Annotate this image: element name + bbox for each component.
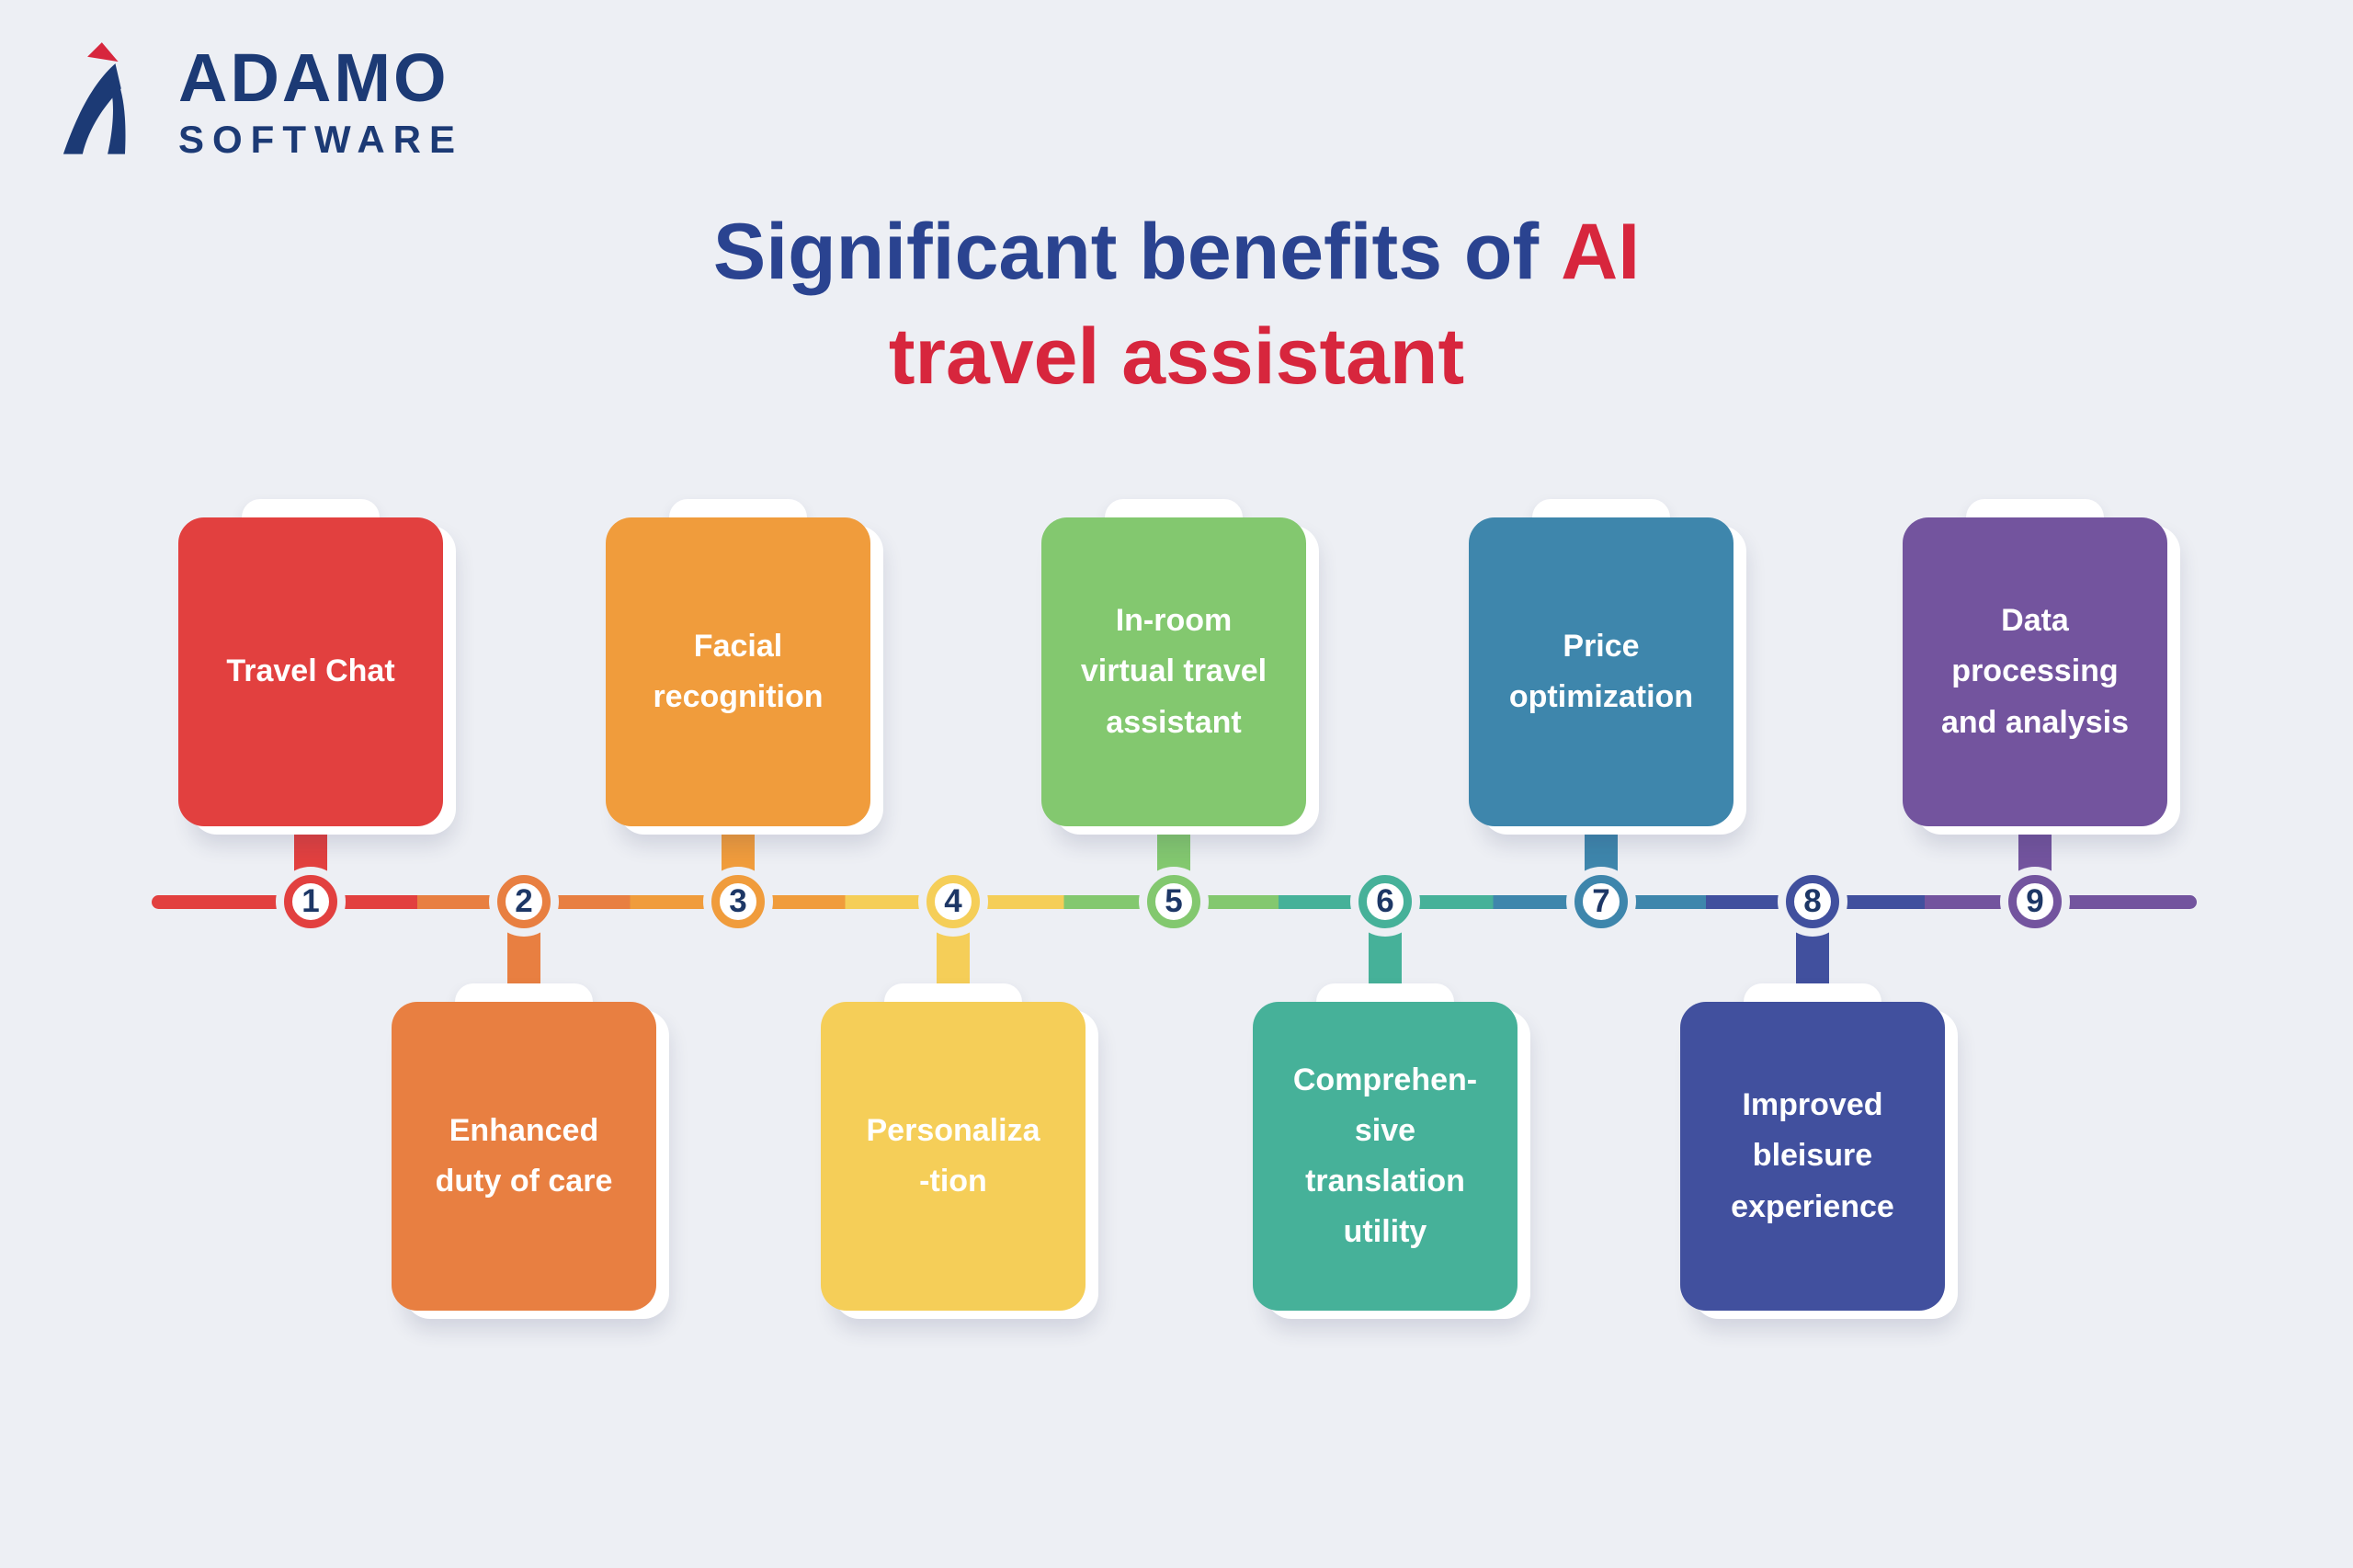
number-label: 4 (944, 883, 962, 919)
card: Enhanced duty of care (392, 983, 669, 1319)
number-label: 1 (301, 883, 320, 919)
number-label: 9 (2026, 883, 2044, 919)
title-line2: travel assistant (888, 312, 1465, 401)
number-label: 7 (1592, 883, 1610, 919)
card-label: Comprehen- sive translation utility (1292, 1062, 1478, 1250)
card-face: In-room virtual travel assistant (1041, 517, 1306, 826)
number-circle: 9 (2008, 875, 2062, 928)
card-label: Facial recognition (653, 628, 824, 714)
card-face: Data processing and analysis (1903, 517, 2167, 826)
number-circle: 3 (711, 875, 765, 928)
logo-name: ADAMO (178, 40, 449, 117)
number-label: 8 (1803, 883, 1822, 919)
number-label: 6 (1376, 883, 1394, 919)
card-label: Travel Chat (226, 653, 395, 689)
card: Comprehen- sive translation utility (1253, 983, 1530, 1319)
card: Data processing and analysis (1903, 499, 2180, 835)
number-label: 2 (515, 883, 533, 919)
card-face: Travel Chat (178, 517, 443, 826)
card: Facial recognition (606, 499, 883, 835)
card: Personaliza -tion (821, 983, 1098, 1319)
title-ai-accent: AI (1561, 208, 1641, 296)
number-circle: 2 (497, 875, 551, 928)
card-label: Personaliza -tion (866, 1112, 1040, 1199)
card-face: Enhanced duty of care (392, 1002, 656, 1311)
number-circle: 8 (1786, 875, 1839, 928)
card-label: Price optimization (1508, 628, 1694, 714)
logo-subtitle: SOFTWARE (178, 117, 463, 161)
number-circle: 1 (284, 875, 337, 928)
card-face: Personaliza -tion (821, 1002, 1086, 1311)
card-label: Improved bleisure experience (1731, 1087, 1894, 1224)
adamo-logo: ADAMO SOFTWARE (57, 40, 463, 162)
adamo-logo-text: ADAMO SOFTWARE (178, 42, 463, 160)
number-label: 3 (729, 883, 747, 919)
card: Improved bleisure experience (1680, 983, 1958, 1319)
number-circle: 6 (1358, 875, 1412, 928)
card-label: In-room virtual travel assistant (1080, 603, 1267, 740)
adamo-logo-mark (63, 42, 126, 154)
number-circle: 5 (1147, 875, 1200, 928)
card: Travel Chat (178, 499, 456, 835)
number-circle: 7 (1574, 875, 1628, 928)
card-face: Comprehen- sive translation utility (1253, 1002, 1518, 1311)
card-face: Price optimization (1469, 517, 1733, 826)
card-label: Enhanced duty of care (435, 1112, 613, 1199)
number-circle: 4 (926, 875, 980, 928)
card-face: Facial recognition (606, 517, 870, 826)
card: Price optimization (1469, 499, 1746, 835)
card: In-room virtual travel assistant (1041, 499, 1319, 835)
number-label: 5 (1165, 883, 1183, 919)
title-line1-text: Significant benefits of (712, 208, 1540, 296)
card-face: Improved bleisure experience (1680, 1002, 1945, 1311)
card-label: Data processing and analysis (1940, 603, 2130, 740)
